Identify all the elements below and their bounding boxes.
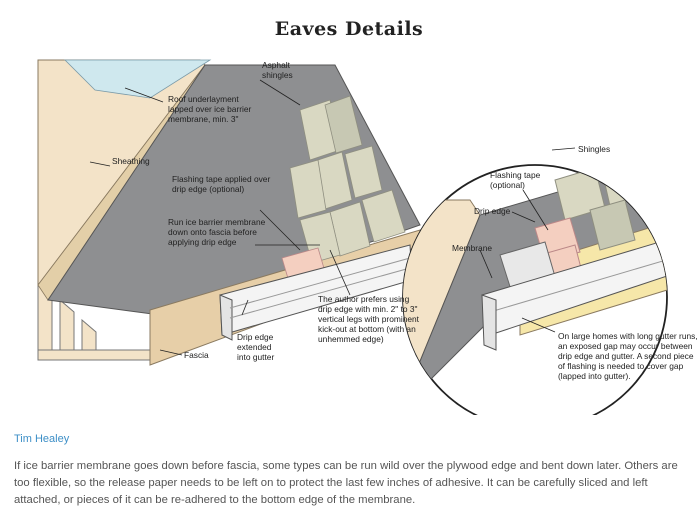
gutter [219,244,413,341]
shingle-courses [289,95,406,264]
roof-underlayment [64,59,212,99]
label-large-homes: On large homes with long gutter runs,an … [558,331,698,381]
figure-title: Eaves Details [274,18,424,40]
credit-link[interactable]: Tim Healey [14,433,70,445]
label-drip-edge: Drip edge [474,206,511,216]
label-shingles: Shingles [578,144,610,154]
leader-lines [89,79,576,356]
label-sheathing: Sheathing [112,156,150,166]
caption-text: If ice barrier membrane goes down before… [14,460,678,506]
label-fascia: Fascia [184,350,209,360]
detail-callout [402,164,668,415]
label-membrane: Membrane [452,243,492,253]
label-flashing-tape-optional: Flashing tape(optional) [490,170,541,190]
